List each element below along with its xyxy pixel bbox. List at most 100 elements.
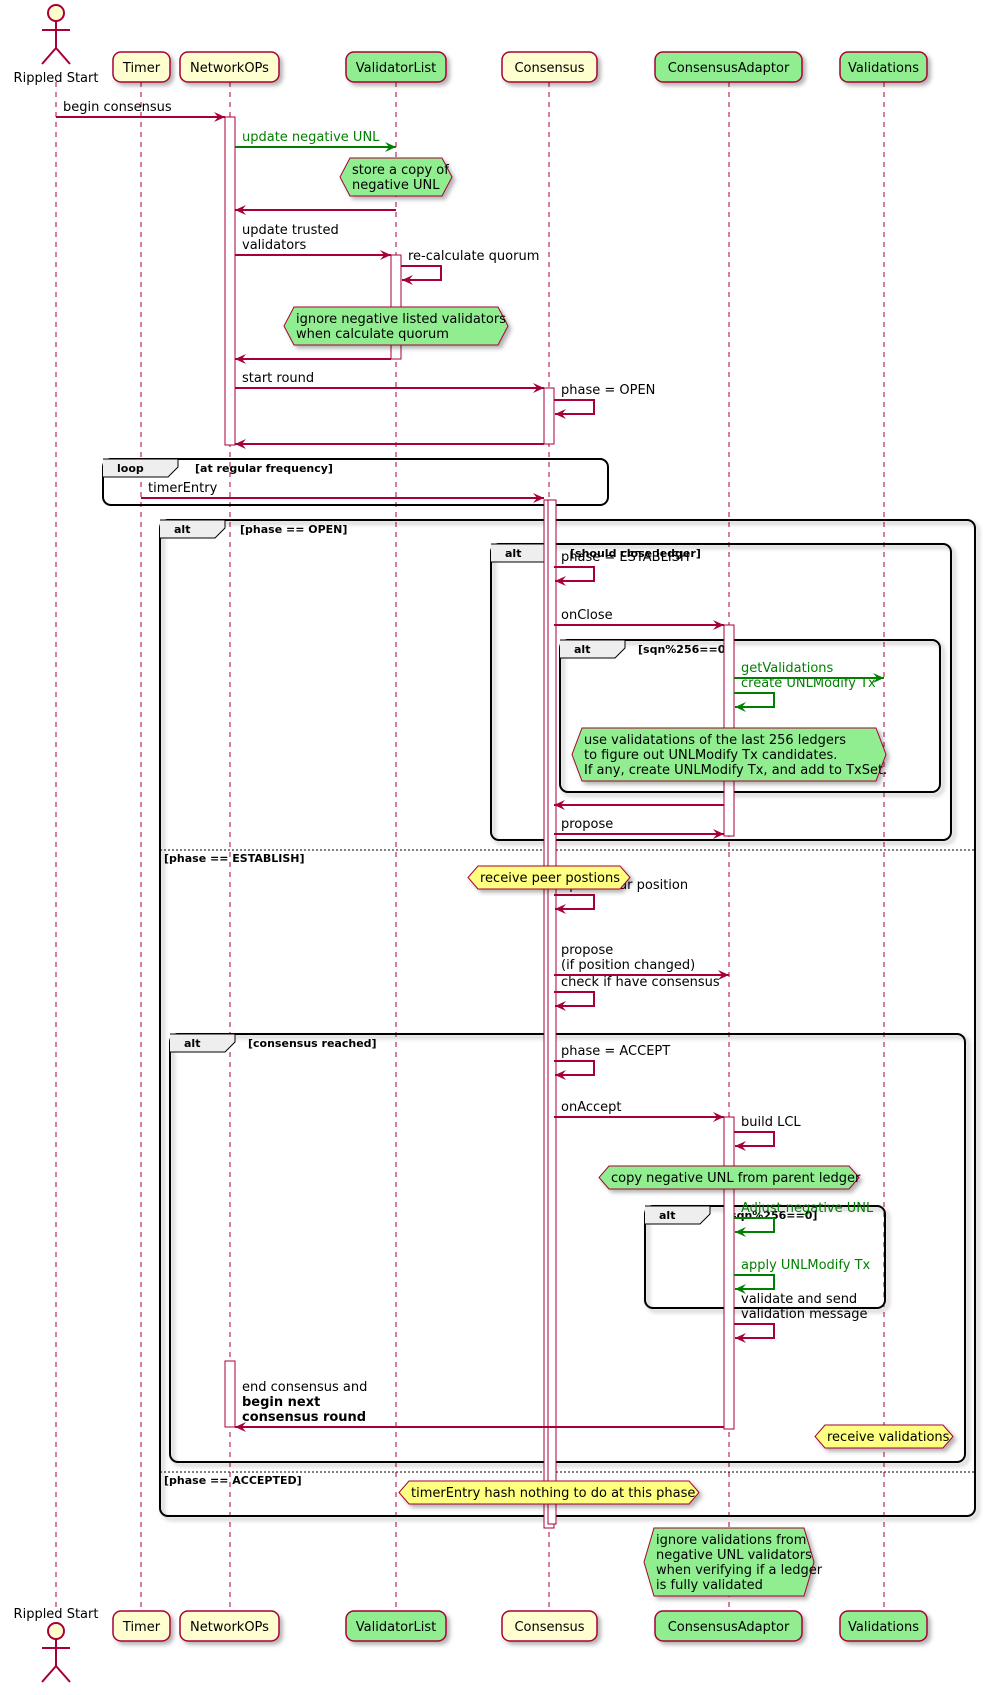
message-label: begin next xyxy=(242,1395,320,1410)
note-text: when verifying if a ledger xyxy=(656,1563,823,1578)
participant-start: Rippled Start xyxy=(14,1607,98,1683)
alt-close-ledger-guard: [should close ledger] xyxy=(570,547,701,560)
participant-adaptor: ConsensusAdaptor xyxy=(654,51,803,83)
note-text: ignore validations from xyxy=(656,1533,806,1548)
participant-label: Consensus xyxy=(514,1620,584,1635)
participant-consensus: Consensus xyxy=(501,51,598,83)
message-adaptor-to-adaptor: apply UNLModify Tx xyxy=(734,1258,871,1294)
alt-consensus-reached-guard: [consensus reached] xyxy=(248,1037,377,1050)
message-timer-to-consensus: timerEntry xyxy=(141,481,544,503)
message-label: propose xyxy=(561,943,613,958)
note-text: receive validations xyxy=(827,1430,950,1445)
message-label: phase = ACCEPT xyxy=(561,1044,670,1059)
svg-text:alt: alt xyxy=(174,523,190,536)
note-text: receive peer postions xyxy=(480,871,620,886)
note-text: timerEntry hash nothing to do at this ph… xyxy=(411,1486,695,1501)
participant-adaptor: ConsensusAdaptor xyxy=(654,1610,803,1642)
message-label: apply UNLModify Tx xyxy=(741,1258,871,1273)
message-label: validation message xyxy=(741,1307,868,1322)
message-consensus-to-consensus: phase = OPEN xyxy=(554,383,655,419)
svg-text:alt: alt xyxy=(184,1037,200,1050)
note-text: is fully validated xyxy=(656,1578,763,1593)
note: timerEntry hash nothing to do at this ph… xyxy=(398,1480,700,1505)
participant-validations: Validations xyxy=(839,1610,928,1642)
participant-label: Timer xyxy=(122,61,161,76)
message-consensus-to-consensus: phase = ACCEPT xyxy=(554,1044,670,1080)
participant-netops: NetworkOPs xyxy=(179,51,280,83)
message-consensus-to-consensus: phase = ESTABLISH xyxy=(554,550,690,586)
actor-icon xyxy=(41,1622,71,1683)
note-text: ignore negative listed validators xyxy=(296,312,506,327)
message-label: getValidations xyxy=(741,661,834,676)
message-consensus-to-adaptor: onAccept xyxy=(554,1100,724,1122)
else-accepted-guard: [phase == ACCEPTED] xyxy=(164,1474,302,1487)
fragment-alt-phase: alt [phase == OPEN] [phase == ESTABLISH]… xyxy=(159,519,976,1517)
participants-bottom: Rippled Start Timer NetworkOPs ValidatorLis… xyxy=(14,1607,928,1683)
message-label: phase = OPEN xyxy=(561,383,655,398)
message-netops-to-vlist: update negative UNL xyxy=(235,130,396,152)
message-label: end consensus and xyxy=(242,1380,367,1395)
note-text: store a copy of xyxy=(352,163,449,178)
note-text: copy negative UNL from parent ledger xyxy=(611,1171,861,1186)
message-label: re-calculate quorum xyxy=(408,249,539,264)
fragment-alt-sqn-1: alt [sqn%256==0] xyxy=(559,639,941,793)
message-label: validators xyxy=(242,238,306,253)
note-text: negative UNL xyxy=(352,178,440,193)
message-label: onClose xyxy=(561,608,613,623)
message-label: build LCL xyxy=(741,1115,801,1130)
participant-start: Rippled Start xyxy=(14,4,99,86)
alt-phase-guard: [phase == OPEN] xyxy=(240,523,347,536)
note: receive peer postions xyxy=(467,865,631,890)
participant-label: ValidatorList xyxy=(356,61,436,76)
message-adaptor-to-adaptor: Adjust negative UNL xyxy=(734,1201,874,1237)
participant-vlist: ValidatorList xyxy=(345,51,447,83)
note-text: negative UNL validators xyxy=(656,1548,812,1563)
message-adaptor-to-adaptor: create UNLModify Tx xyxy=(734,676,876,712)
note-text: If any, create UNLModify Tx, and add to … xyxy=(584,763,887,778)
note-text: to figure out UNLModify Tx candidates. xyxy=(584,748,837,763)
svg-text:loop: loop xyxy=(117,462,144,475)
alt-sqn-1-guard: [sqn%256==0] xyxy=(638,643,730,656)
message-adaptor-to-validations: getValidations xyxy=(734,661,884,683)
message-label: consensus round xyxy=(242,1410,366,1425)
fragment-alt-close-ledger: alt [should close ledger] xyxy=(490,543,952,841)
participant-consensus: Consensus xyxy=(501,1610,598,1642)
message-label: phase = ESTABLISH xyxy=(561,550,690,565)
message-adaptor-to-adaptor: build LCL xyxy=(734,1115,801,1151)
message-label: validate and send xyxy=(741,1292,857,1307)
note: receive validations xyxy=(814,1424,954,1449)
message-consensus-to-consensus: check if have consensus xyxy=(554,975,720,1011)
message-label: begin consensus xyxy=(63,100,172,115)
participant-label: Validations xyxy=(848,61,919,76)
message-consensus-to-adaptor: onClose xyxy=(554,608,724,630)
participant-label: Timer xyxy=(122,1620,161,1635)
note: copy negative UNL from parent ledger xyxy=(598,1165,861,1190)
message-label: update negative UNL xyxy=(242,130,380,145)
message-vlist-to-vlist: re-calculate quorum xyxy=(401,249,539,285)
svg-text:alt: alt xyxy=(659,1209,675,1222)
participant-timer: Timer xyxy=(112,1610,171,1642)
participant-netops: NetworkOPs xyxy=(179,1610,280,1642)
message-label: create UNLModify Tx xyxy=(741,676,876,691)
participants-top: Rippled Start Timer NetworkOPs ValidatorLis… xyxy=(14,4,928,86)
message-start-to-netops: begin consensus xyxy=(56,100,225,122)
message-consensus-to-adaptor: propose(if position changed) xyxy=(554,943,729,980)
participant-label: ConsensusAdaptor xyxy=(668,61,790,76)
message-label: update trusted xyxy=(242,223,339,238)
actor-icon xyxy=(41,4,71,65)
message-label: start round xyxy=(242,371,314,386)
participant-vlist: ValidatorList xyxy=(345,1610,447,1642)
participant-timer: Timer xyxy=(112,51,171,83)
note-text: when calculate quorum xyxy=(296,327,449,342)
message-consensus-to-adaptor: propose xyxy=(554,817,724,839)
participant-label: Rippled Start xyxy=(14,71,99,86)
participant-label: ValidatorList xyxy=(356,1620,436,1635)
svg-text:alt: alt xyxy=(505,547,521,560)
fragments: loop [at regular frequency] alt [phase =… xyxy=(102,458,976,1517)
